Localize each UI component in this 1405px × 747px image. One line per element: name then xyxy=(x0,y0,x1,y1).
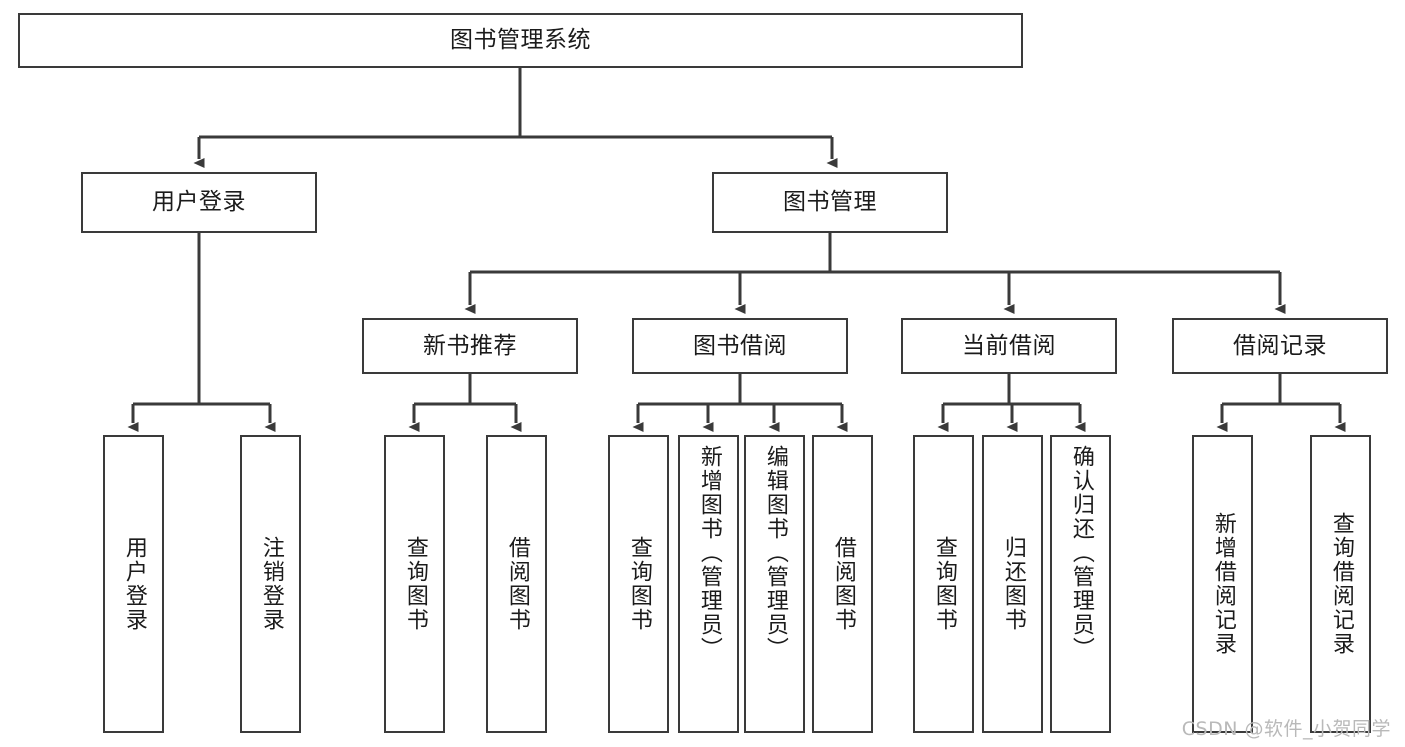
node-leaf-query-record-label: 查询借阅记录 xyxy=(1328,512,1354,656)
node-user-login[interactable]: 用户登录 xyxy=(81,172,317,233)
node-leaf-confirm-return-label: 确认归还（管理员） xyxy=(1068,445,1094,661)
node-new-book-recommend[interactable]: 新书推荐 xyxy=(362,318,578,374)
csdn-watermark: CSDN @软件_小贺同学 xyxy=(1181,718,1391,740)
node-leaf-query-book-2[interactable]: 查询图书 xyxy=(608,435,669,733)
node-leaf-borrow-book-1[interactable]: 借阅图书 xyxy=(486,435,547,733)
node-borrow-record-label: 借阅记录 xyxy=(1233,332,1327,359)
node-leaf-add-book[interactable]: 新增图书（管理员） xyxy=(678,435,739,733)
node-new-book-recommend-label: 新书推荐 xyxy=(423,332,517,359)
node-root[interactable]: 图书管理系统 xyxy=(18,13,1023,68)
node-current-borrow-label: 当前借阅 xyxy=(962,332,1056,359)
node-book-borrow[interactable]: 图书借阅 xyxy=(632,318,848,374)
node-leaf-query-book-2-label: 查询图书 xyxy=(626,536,652,632)
node-leaf-user-logout-label: 注销登录 xyxy=(258,536,284,632)
node-leaf-borrow-book-2[interactable]: 借阅图书 xyxy=(812,435,873,733)
node-leaf-query-book-3-label: 查询图书 xyxy=(931,536,957,632)
node-book-manage[interactable]: 图书管理 xyxy=(712,172,948,233)
node-leaf-query-book-1-label: 查询图书 xyxy=(402,536,428,632)
node-leaf-return-book-label: 归还图书 xyxy=(1000,536,1026,632)
node-leaf-borrow-book-1-label: 借阅图书 xyxy=(504,536,530,632)
node-leaf-user-login[interactable]: 用户登录 xyxy=(103,435,164,733)
node-leaf-add-book-label: 新增图书（管理员） xyxy=(696,445,722,661)
node-leaf-query-record[interactable]: 查询借阅记录 xyxy=(1310,435,1371,733)
node-book-borrow-label: 图书借阅 xyxy=(693,332,787,359)
node-book-manage-label: 图书管理 xyxy=(783,189,877,216)
node-borrow-record[interactable]: 借阅记录 xyxy=(1172,318,1388,374)
node-leaf-query-book-3[interactable]: 查询图书 xyxy=(913,435,974,733)
node-user-login-label: 用户登录 xyxy=(152,189,246,216)
node-current-borrow[interactable]: 当前借阅 xyxy=(901,318,1117,374)
node-leaf-confirm-return[interactable]: 确认归还（管理员） xyxy=(1050,435,1111,733)
node-leaf-add-record[interactable]: 新增借阅记录 xyxy=(1192,435,1253,733)
node-root-label: 图书管理系统 xyxy=(450,27,591,54)
node-leaf-edit-book-label: 编辑图书（管理员） xyxy=(762,445,788,661)
node-leaf-user-login-label: 用户登录 xyxy=(121,536,147,632)
node-leaf-edit-book[interactable]: 编辑图书（管理员） xyxy=(744,435,805,733)
node-leaf-borrow-book-2-label: 借阅图书 xyxy=(830,536,856,632)
node-leaf-add-record-label: 新增借阅记录 xyxy=(1210,512,1236,656)
node-leaf-return-book[interactable]: 归还图书 xyxy=(982,435,1043,733)
node-leaf-user-logout[interactable]: 注销登录 xyxy=(240,435,301,733)
node-leaf-query-book-1[interactable]: 查询图书 xyxy=(384,435,445,733)
